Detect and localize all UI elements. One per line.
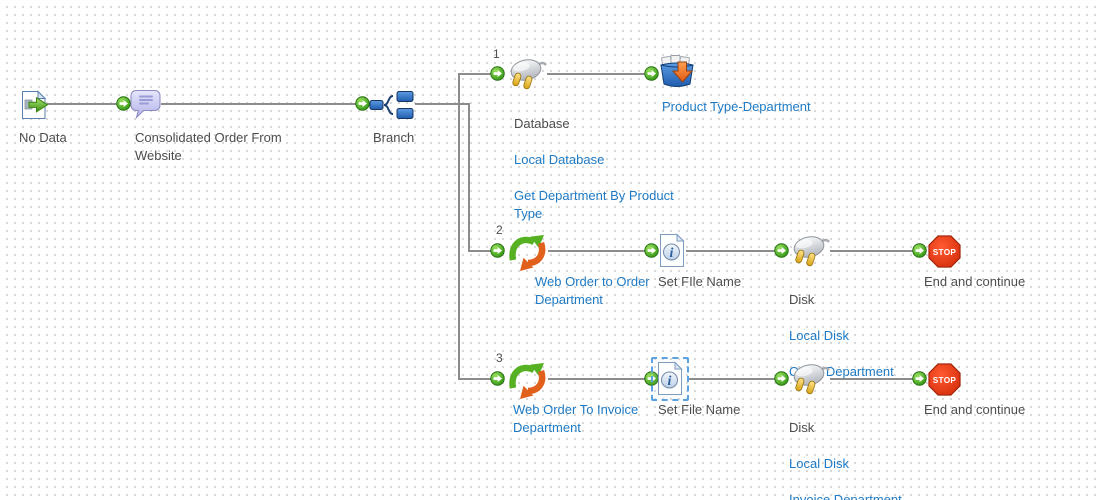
end-and-continue-node[interactable]: STOP (928, 235, 961, 268)
file-info-icon (656, 361, 684, 396)
transform-arrows-icon (506, 230, 548, 272)
plug-connector-icon (788, 234, 830, 268)
connector-line (547, 73, 646, 75)
connector-line (458, 73, 494, 75)
node-label: End and continue (924, 402, 1026, 417)
node-label: End and continue (924, 274, 1026, 289)
card-file-box-icon (658, 54, 696, 91)
connector-arrow-icon[interactable] (490, 243, 505, 258)
node-label: Database (514, 116, 570, 131)
set-file-name-node-selected[interactable] (656, 361, 684, 396)
branch-number: 3 (496, 351, 503, 365)
branch-number: 1 (493, 47, 500, 61)
branch-number: 2 (496, 223, 503, 237)
connector-arrow-icon[interactable] (490, 66, 505, 81)
web-order-to-invoice-department-node[interactable] (506, 358, 548, 400)
set-file-name-node[interactable] (658, 233, 686, 268)
stop-sign-icon: STOP (928, 363, 961, 396)
web-order-to-order-department-node[interactable] (506, 230, 548, 272)
stop-text: STOP (933, 248, 957, 257)
connector-arrow-icon[interactable] (774, 243, 789, 258)
connection-link[interactable]: Local Database (514, 152, 605, 167)
connection-link[interactable]: Local Disk (789, 456, 849, 471)
document-export-icon (20, 90, 50, 120)
branch-node[interactable] (369, 91, 415, 119)
connector-arrow-icon[interactable] (774, 371, 789, 386)
node-label: Branch (373, 130, 415, 145)
connector-arrow-icon[interactable] (116, 96, 131, 111)
transform-link[interactable]: Web Order to Order Department (535, 274, 650, 307)
node-label: Set File Name (658, 402, 741, 417)
connector-line (548, 378, 646, 380)
connector-line (415, 103, 470, 105)
connector-line (47, 103, 118, 105)
connector-line (686, 250, 776, 252)
action-link[interactable]: Invoice Department (789, 492, 902, 500)
stop-sign-icon: STOP (928, 235, 961, 268)
stop-text: STOP (933, 376, 957, 385)
product-type-department-node[interactable] (658, 54, 696, 91)
connector-arrow-icon[interactable] (490, 371, 505, 386)
consolidated-order-node[interactable] (130, 88, 162, 120)
disk-node[interactable] (788, 234, 830, 268)
node-label: Consolidated Order From Website (135, 130, 282, 163)
plug-connector-icon (505, 57, 547, 91)
connector-arrow-icon[interactable] (644, 243, 659, 258)
branch-split-icon (369, 91, 415, 119)
connector-arrow-icon[interactable] (912, 243, 927, 258)
connector-line (458, 378, 494, 380)
transform-link[interactable]: Web Order To Invoice Department (513, 402, 639, 435)
node-label: Disk (789, 292, 815, 307)
connector-arrow-icon[interactable] (644, 66, 659, 81)
file-info-icon (658, 233, 686, 268)
no-data-node[interactable] (20, 90, 50, 120)
disk-node[interactable] (788, 362, 830, 396)
destination-link[interactable]: Product Type-Department (662, 99, 811, 114)
end-and-continue-node[interactable]: STOP (928, 363, 961, 396)
connector-line (688, 378, 776, 380)
action-link[interactable]: Get Department By Product Type (514, 188, 674, 221)
transform-arrows-icon (506, 358, 548, 400)
branch-rail-line (468, 103, 470, 252)
connector-line (830, 250, 914, 252)
node-label: Disk (789, 420, 815, 435)
connector-line (468, 250, 494, 252)
plug-connector-icon (788, 362, 830, 396)
branch-rail-line (458, 73, 460, 380)
node-label: No Data (19, 130, 67, 145)
connector-arrow-icon[interactable] (355, 96, 370, 111)
node-label: Set FIle Name (658, 274, 742, 289)
database-node[interactable] (505, 57, 547, 91)
connector-line (161, 103, 357, 105)
connection-link[interactable]: Local Disk (789, 328, 849, 343)
connector-line (548, 250, 646, 252)
message-bubble-icon (130, 88, 162, 120)
connector-line (830, 378, 914, 380)
